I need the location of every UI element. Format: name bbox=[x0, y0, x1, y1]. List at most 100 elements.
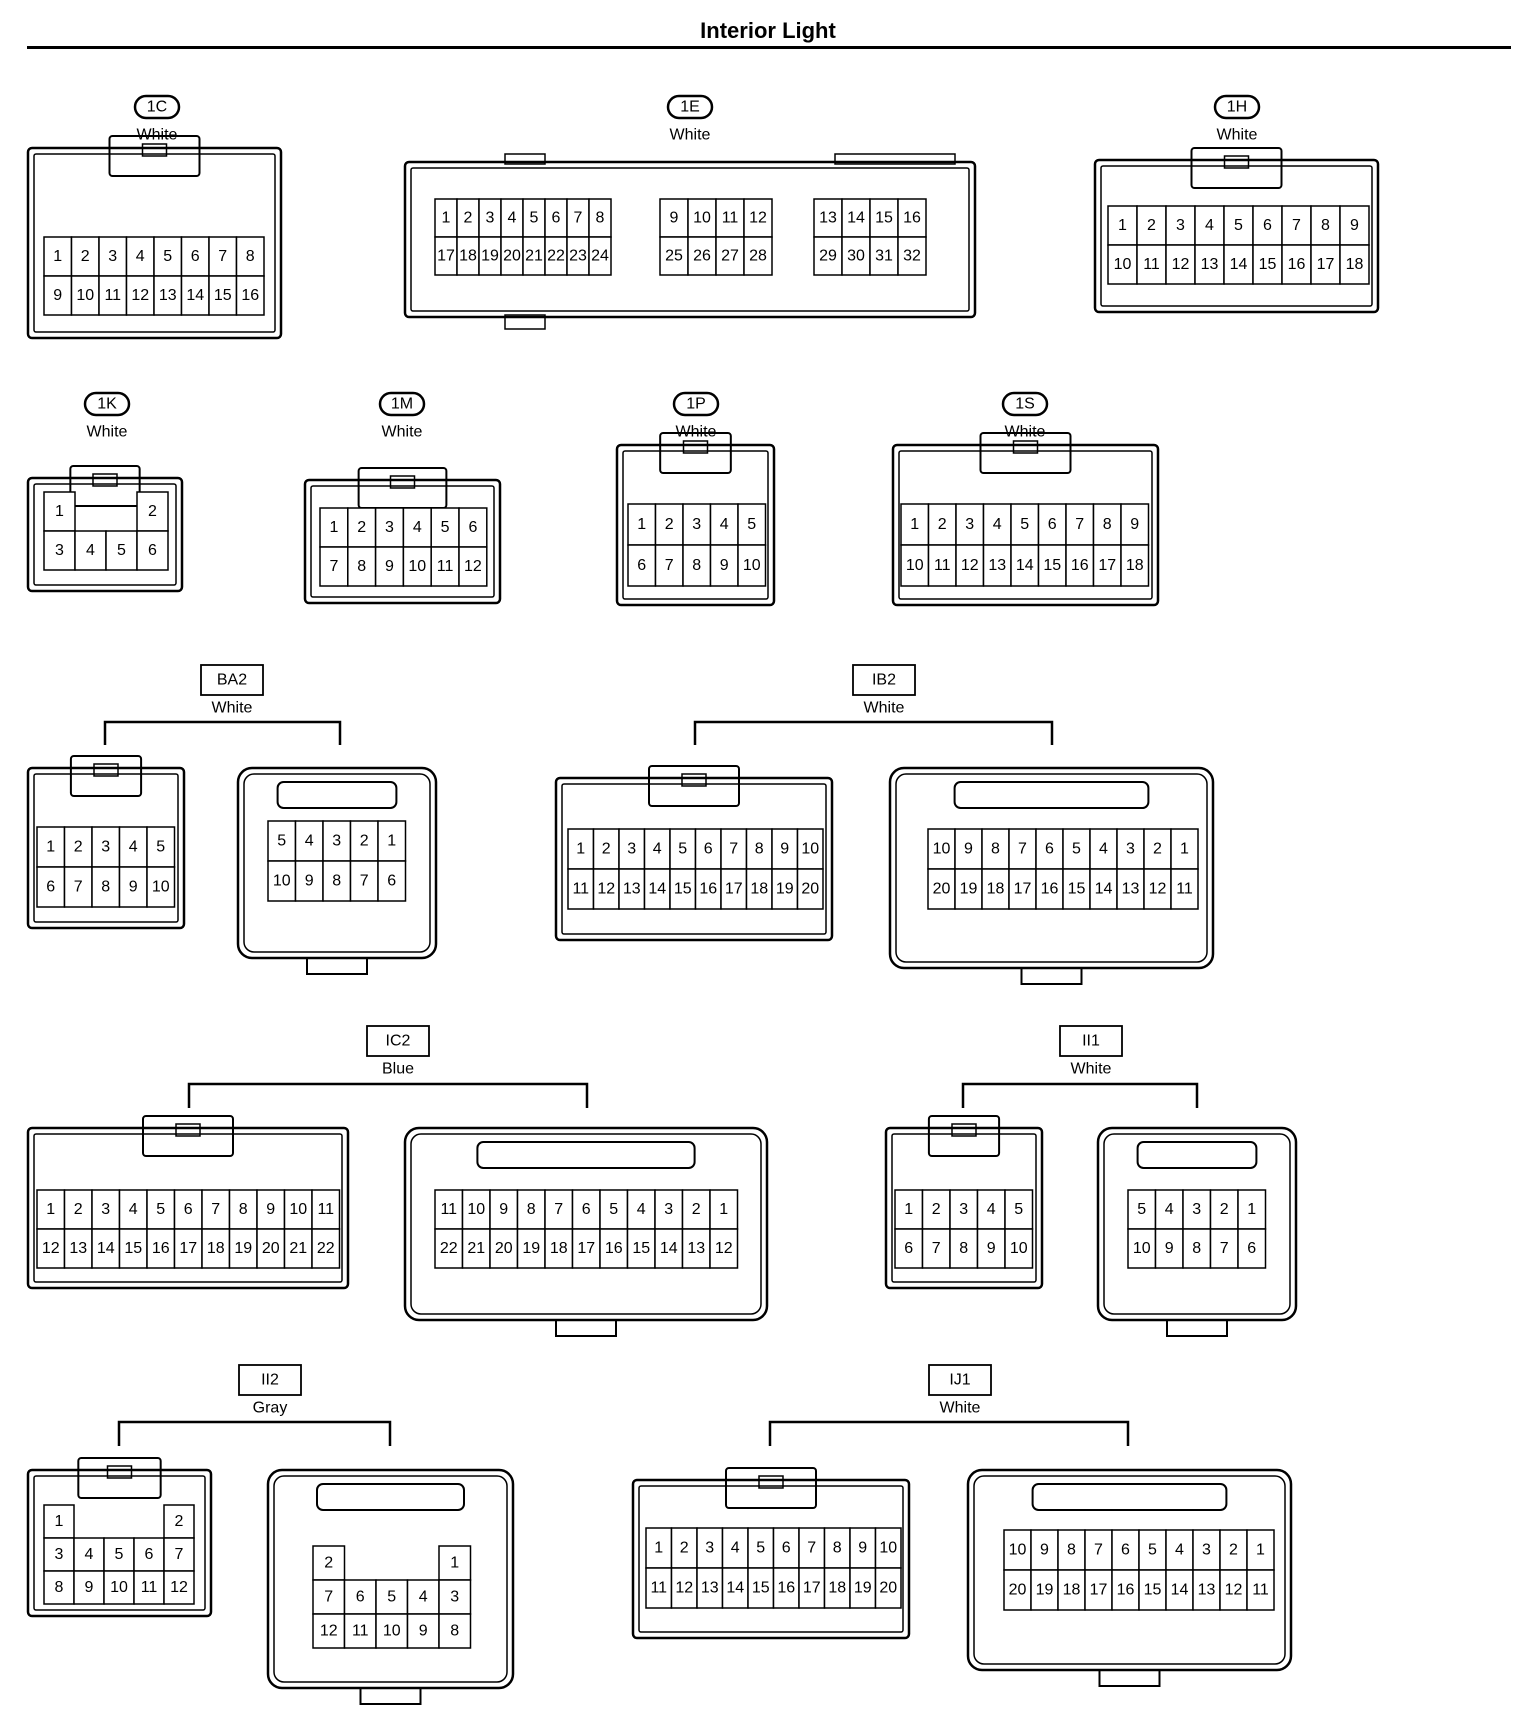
pin-number: 1 bbox=[576, 841, 585, 858]
pin-number: 9 bbox=[670, 210, 679, 227]
pin-cell bbox=[136, 491, 169, 532]
pin-number: 16 bbox=[699, 881, 717, 898]
pin-number: 6 bbox=[46, 879, 55, 896]
pin-number: 7 bbox=[1018, 841, 1027, 858]
pin-number: 4 bbox=[1175, 1542, 1184, 1559]
pin-number: 9 bbox=[266, 1201, 275, 1218]
pin-cavity: 8 bbox=[588, 198, 612, 238]
pin-cavity: 5 bbox=[1010, 503, 1040, 546]
pin-cavity: 5 bbox=[146, 826, 176, 868]
pin-cell bbox=[63, 866, 93, 908]
pin-number: 11 bbox=[572, 881, 589, 898]
latch-outline bbox=[1031, 1483, 1228, 1511]
pin-cavity: 3 bbox=[949, 1189, 979, 1230]
pin-number: 4 bbox=[86, 542, 95, 559]
pin-number: 3 bbox=[1192, 1201, 1201, 1218]
pin-cavity: 3 bbox=[955, 503, 985, 546]
connector-id: BA2 bbox=[217, 672, 247, 689]
pin-cell bbox=[1003, 1569, 1032, 1611]
connector-id-badge bbox=[133, 94, 181, 120]
pin-cavity: 25 bbox=[659, 236, 689, 276]
pin-cavity: 22 bbox=[434, 1228, 464, 1269]
pin-cell bbox=[1092, 544, 1122, 587]
pin-cell bbox=[627, 503, 657, 546]
latch-outline bbox=[316, 1483, 465, 1511]
pin-cell bbox=[670, 1567, 698, 1609]
pin-cavity: 31 bbox=[869, 236, 899, 276]
pin-number: 7 bbox=[218, 248, 227, 265]
pin-number: 2 bbox=[81, 248, 90, 265]
pin-number: 12 bbox=[320, 1623, 338, 1640]
pin-cavity: 14 bbox=[643, 868, 671, 910]
pin-cavity: 4 bbox=[643, 828, 671, 870]
pin-cell bbox=[461, 1189, 491, 1230]
pin-number: 16 bbox=[777, 1580, 795, 1597]
pin-number: 10 bbox=[693, 210, 711, 227]
pin-number: 22 bbox=[440, 1240, 458, 1257]
latch-outline bbox=[659, 432, 732, 474]
lock-tab bbox=[1098, 1669, 1161, 1687]
pin-cell bbox=[743, 236, 773, 276]
pin-number: 14 bbox=[97, 1240, 115, 1257]
pin-cell bbox=[681, 1189, 711, 1230]
pin-cavity: 12 bbox=[163, 1570, 195, 1605]
pin-cell bbox=[694, 868, 722, 910]
pin-number: 7 bbox=[1094, 1542, 1103, 1559]
pin-cavity: 7 bbox=[63, 866, 93, 908]
pin-cell bbox=[1209, 1189, 1239, 1230]
latch-tab bbox=[1223, 155, 1250, 169]
pin-number: 1 bbox=[55, 1513, 64, 1530]
pin-cavity: 11 bbox=[98, 275, 128, 316]
pin-number: 1 bbox=[329, 519, 338, 536]
pin-number: 14 bbox=[1095, 881, 1113, 898]
pin-cavity: 13 bbox=[63, 1228, 93, 1269]
pin-number: 8 bbox=[959, 1240, 968, 1257]
pin-cavity: 8 bbox=[1092, 503, 1122, 546]
pin-cavity: 3 bbox=[98, 236, 128, 277]
pin-cavity: 10 bbox=[375, 1613, 409, 1649]
pin-number: 28 bbox=[749, 248, 767, 265]
pin-cavity: 12 bbox=[1165, 244, 1196, 285]
latch-tab bbox=[758, 1475, 784, 1489]
latch-tab bbox=[93, 763, 119, 777]
pin-cavity: 18 bbox=[456, 236, 480, 276]
pin-cell bbox=[208, 275, 238, 316]
pin-number: 1 bbox=[1180, 841, 1189, 858]
pin-cell bbox=[201, 1228, 231, 1269]
housing-outline bbox=[26, 1468, 213, 1618]
pin-cavity: 14 bbox=[91, 1228, 121, 1269]
pin-number: 1 bbox=[46, 1201, 55, 1218]
pin-cavity: 13 bbox=[696, 1567, 724, 1609]
pin-cavity: 12 bbox=[1219, 1569, 1248, 1611]
housing-inner bbox=[33, 1475, 206, 1611]
pin-number: 13 bbox=[1122, 881, 1140, 898]
pin-number: 14 bbox=[660, 1240, 678, 1257]
pin-number: 14 bbox=[847, 210, 865, 227]
pin-cavity: 4 bbox=[294, 820, 324, 862]
pin-number: 6 bbox=[582, 1201, 591, 1218]
pin-cell bbox=[283, 1228, 313, 1269]
pin-cavity: 6 bbox=[1037, 503, 1067, 546]
housing-inner bbox=[622, 450, 769, 600]
pin-cavity: 12 bbox=[312, 1613, 346, 1649]
pin-cell bbox=[771, 868, 799, 910]
pin-number: 2 bbox=[938, 516, 947, 533]
pin-cell bbox=[571, 1228, 601, 1269]
pin-cavity: 11 bbox=[567, 868, 595, 910]
pin-number: 4 bbox=[136, 248, 145, 265]
pin-number: 9 bbox=[987, 1240, 996, 1257]
pin-number: 20 bbox=[503, 248, 521, 265]
pin-cavity: 20 bbox=[256, 1228, 286, 1269]
pin-number: 18 bbox=[207, 1240, 225, 1257]
pin-cell bbox=[682, 503, 712, 546]
pin-cell bbox=[136, 530, 169, 571]
pin-number: 2 bbox=[175, 1513, 184, 1530]
pin-cavity: 2 bbox=[63, 826, 93, 868]
pin-cavity: 7 bbox=[163, 1537, 195, 1572]
